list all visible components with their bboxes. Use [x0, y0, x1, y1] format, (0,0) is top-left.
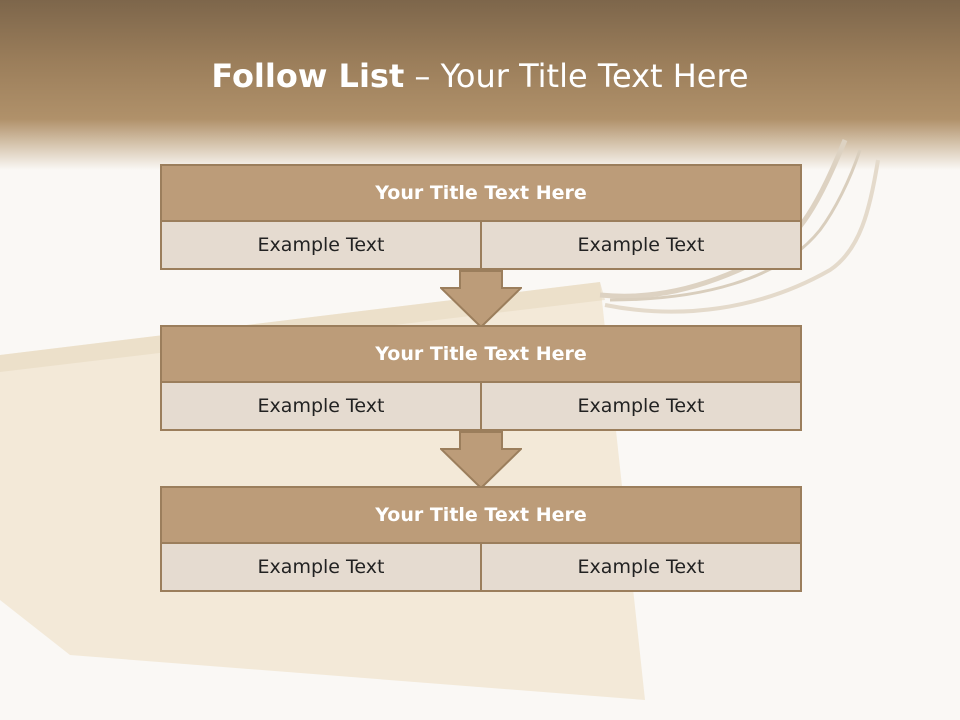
step-3-right-cell: Example Text	[480, 542, 802, 592]
header-band	[0, 0, 960, 170]
step-2-left-cell: Example Text	[160, 381, 482, 431]
step-row-3: Example Text Example Text	[160, 542, 802, 592]
step-row-2: Example Text Example Text	[160, 381, 802, 431]
down-arrow-icon	[440, 270, 522, 328]
slide-title-bold: Follow List	[211, 57, 405, 95]
step-title-2: Your Title Text Here	[160, 325, 802, 383]
step-title-1: Your Title Text Here	[160, 164, 802, 222]
step-title-3: Your Title Text Here	[160, 486, 802, 544]
step-3-left-cell: Example Text	[160, 542, 482, 592]
down-arrow-icon	[440, 431, 522, 489]
slide-title: Follow List – Your Title Text Here	[0, 56, 960, 96]
slide-title-rest: – Your Title Text Here	[404, 57, 749, 95]
step-block-2: Your Title Text Here Example Text Exampl…	[160, 325, 802, 431]
step-1-right-cell: Example Text	[480, 220, 802, 270]
step-1-left-cell: Example Text	[160, 220, 482, 270]
step-block-3: Your Title Text Here Example Text Exampl…	[160, 486, 802, 592]
step-block-1: Your Title Text Here Example Text Exampl…	[160, 164, 802, 270]
step-2-right-cell: Example Text	[480, 381, 802, 431]
step-row-1: Example Text Example Text	[160, 220, 802, 270]
